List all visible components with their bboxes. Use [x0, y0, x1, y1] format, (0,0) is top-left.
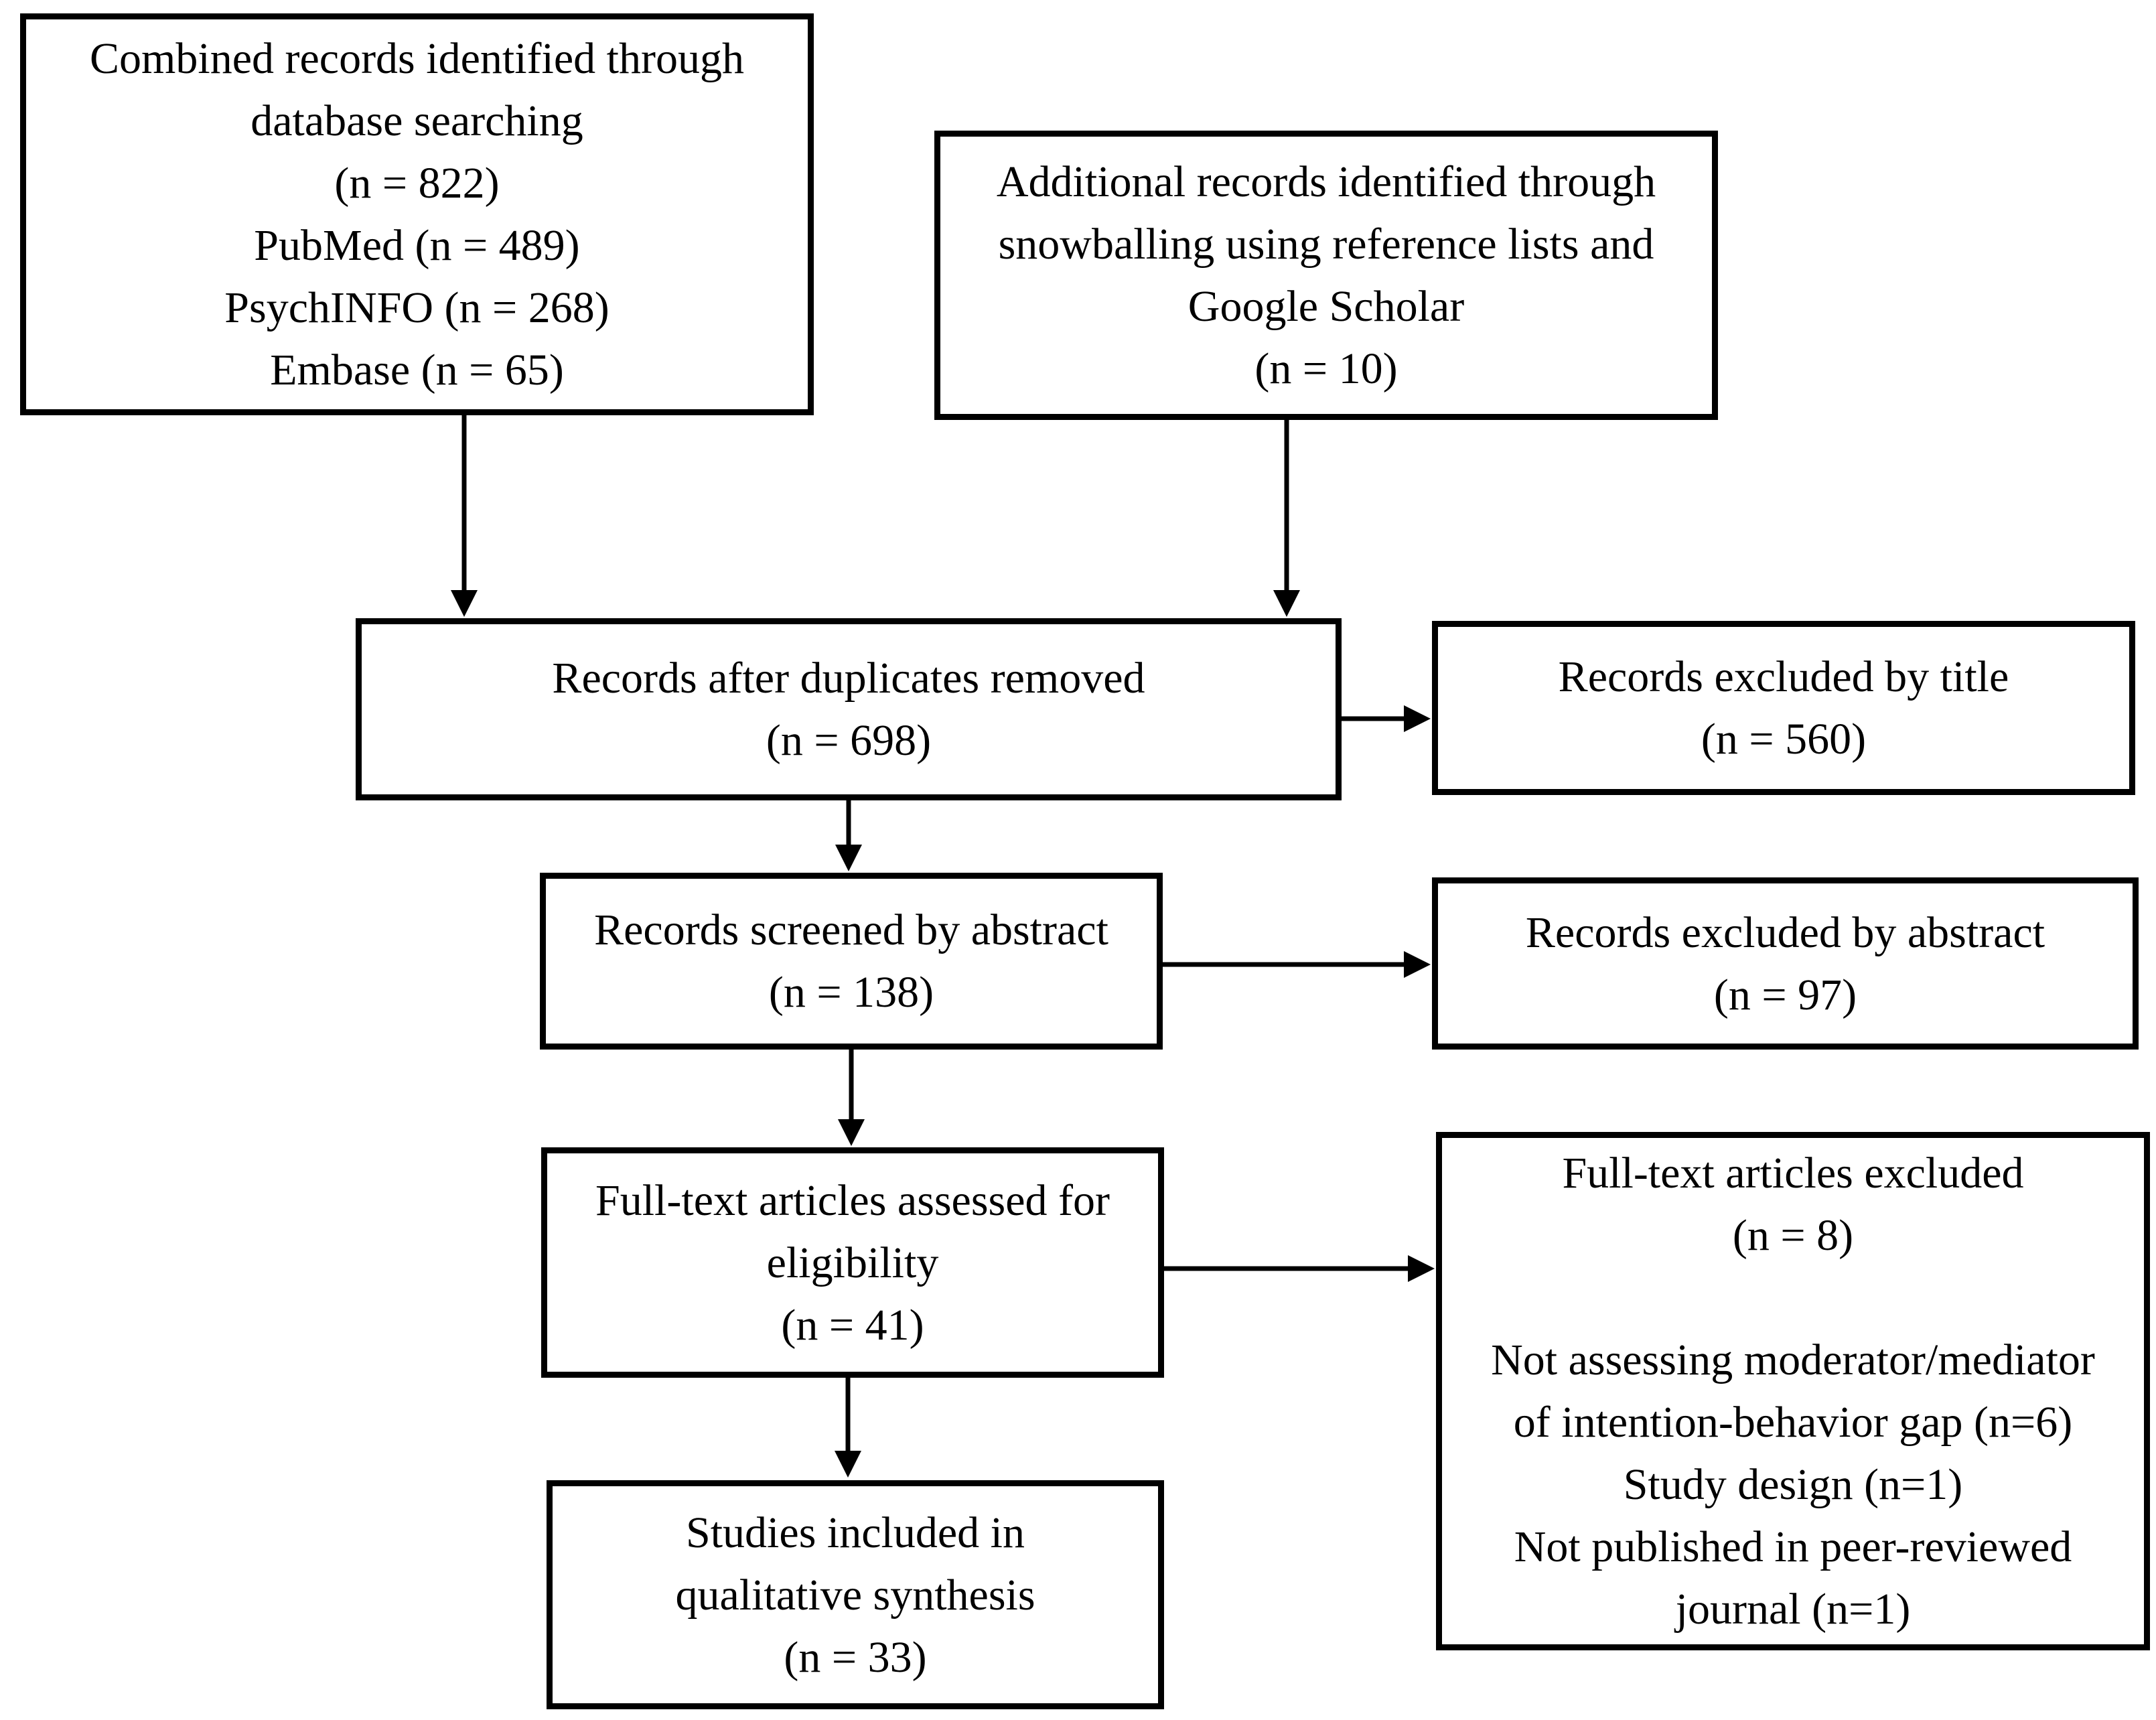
arrow-fulltext-to-included — [835, 1374, 861, 1478]
arrow-duplicates-to-excluded-title — [1338, 705, 1431, 732]
box-records-excluded-by-title: Records excluded by title (n = 560) — [1432, 621, 2135, 795]
box-combined-records-text: Combined records identified through data… — [90, 34, 744, 395]
arrow-screened-to-excluded-abstract — [1160, 951, 1431, 978]
arrow-duplicates-to-screened — [835, 797, 862, 871]
box-records-screened-by-abstract-text: Records screened by abstract (n = 138) — [594, 906, 1108, 1017]
box-records-after-duplicates: Records after duplicates removed (n = 69… — [356, 618, 1342, 800]
box-fulltext-excluded: Full-text articles excluded (n = 8) Not … — [1436, 1132, 2150, 1650]
box-studies-included: Studies included in qualitative synthesi… — [547, 1480, 1164, 1709]
arrow-additional-to-duplicates — [1273, 419, 1300, 617]
arrow-fulltext-to-fulltext-excluded — [1161, 1255, 1435, 1282]
box-records-excluded-by-abstract-text: Records excluded by abstract (n = 97) — [1525, 908, 2045, 1019]
box-studies-included-text: Studies included in qualitative synthesi… — [675, 1508, 1035, 1682]
arrow-screened-to-fulltext — [838, 1046, 865, 1146]
arrow-combined-to-duplicates — [451, 415, 478, 617]
box-combined-records: Combined records identified through data… — [20, 13, 814, 415]
box-records-after-duplicates-text: Records after duplicates removed (n = 69… — [552, 654, 1145, 765]
box-fulltext-excluded-text: Full-text articles excluded (n = 8) Not … — [1491, 1149, 2095, 1634]
box-records-screened-by-abstract: Records screened by abstract (n = 138) — [540, 873, 1163, 1050]
box-additional-records: Additional records identified through sn… — [934, 131, 1718, 420]
box-additional-records-text: Additional records identified through sn… — [996, 157, 1656, 393]
box-fulltext-assessed-text: Full-text articles assessed for eligibil… — [595, 1175, 1110, 1350]
box-fulltext-assessed: Full-text articles assessed for eligibil… — [541, 1147, 1164, 1378]
box-records-excluded-by-abstract: Records excluded by abstract (n = 97) — [1432, 877, 2139, 1050]
box-records-excluded-by-title-text: Records excluded by title (n = 560) — [1558, 652, 2009, 764]
